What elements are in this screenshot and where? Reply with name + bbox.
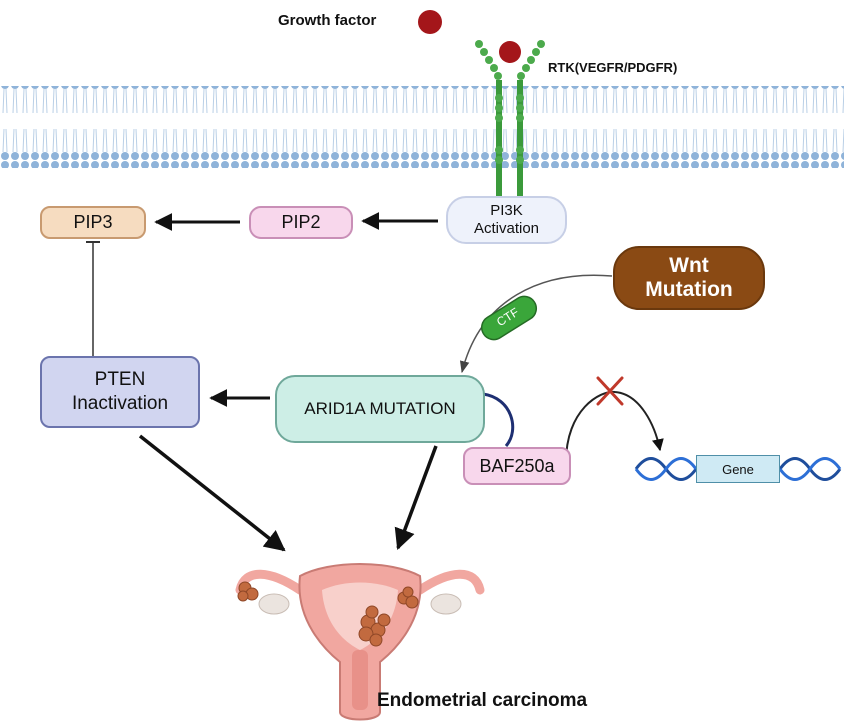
arrow-baf250a-gene (565, 390, 664, 463)
pten-inactivation-node: PTEN Inactivation (40, 356, 200, 428)
arid1a-mutation-node: ARID1A MUTATION (275, 375, 485, 443)
inhibition-x-icon (596, 376, 624, 406)
cell-membrane (0, 86, 844, 168)
gene-box: Gene (696, 455, 780, 483)
pi3k-activation-node: PI3K Activation (446, 196, 567, 244)
baf250a-node: BAF250a (463, 447, 571, 485)
pip2-node: PIP2 (249, 206, 353, 239)
dna-helix-icon (634, 457, 842, 481)
growth-factor-ball-icon (418, 10, 442, 34)
arrow-arid1a-uterus (394, 445, 438, 550)
ctf-capsule-icon (480, 295, 538, 341)
connector-arid1a-baf250a (482, 392, 515, 447)
growth-factor-label: Growth factor (278, 12, 377, 29)
uterus-illustration-icon (235, 563, 485, 721)
arrow-pten-uterus (138, 434, 286, 552)
wnt-mutation-node: Wnt Mutation (613, 246, 765, 310)
pip3-node: PIP3 (40, 206, 146, 239)
rtk-receptor-icon (475, 40, 545, 198)
rtk-label: RTK(VEGFR/PDGFR) (548, 60, 678, 75)
endometrial-carcinoma-label: Endometrial carcinoma (377, 690, 588, 711)
arrow-wnt-arid1a (459, 274, 613, 374)
